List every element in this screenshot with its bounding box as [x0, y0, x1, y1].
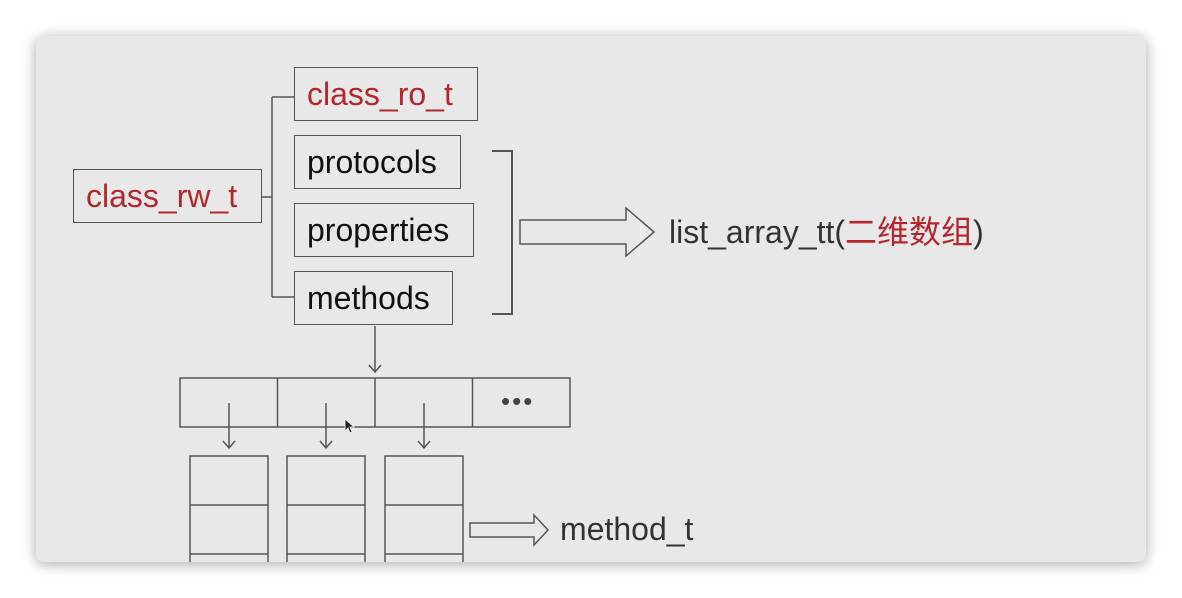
list-array-suffix: )	[973, 214, 984, 250]
group-bracket	[492, 150, 513, 315]
list-array-arrow	[519, 206, 656, 258]
member-brace	[262, 96, 294, 298]
class-rw-t-box: class_rw_t	[73, 169, 262, 223]
method-t-label: method_t	[560, 511, 694, 547]
class-ro-t-box: class_ro_t	[294, 67, 478, 121]
list-array-prefix: list_array_tt(	[669, 214, 846, 250]
class-structure-diagram: class_rw_t class_ro_t protocols properti…	[36, 36, 1146, 562]
two-dimensional-array-text: 二维数组	[845, 214, 974, 250]
connector-lines	[179, 96, 656, 562]
methods-down-arrow	[368, 326, 382, 374]
ellipsis-cell: •••	[501, 386, 535, 416]
methods-box: methods	[294, 271, 453, 325]
method-t-arrow	[469, 513, 550, 547]
presentation-window: class_rw_t class_ro_t protocols properti…	[36, 36, 1146, 562]
method-lists	[189, 455, 464, 562]
outer-array	[179, 377, 571, 428]
list-array-tt-label: list_array_tt(二维数组)	[669, 216, 984, 248]
mouse-pointer-icon	[344, 418, 356, 434]
properties-box: properties	[294, 203, 474, 257]
protocols-box: protocols	[294, 135, 461, 189]
cell-arrows	[222, 403, 431, 450]
